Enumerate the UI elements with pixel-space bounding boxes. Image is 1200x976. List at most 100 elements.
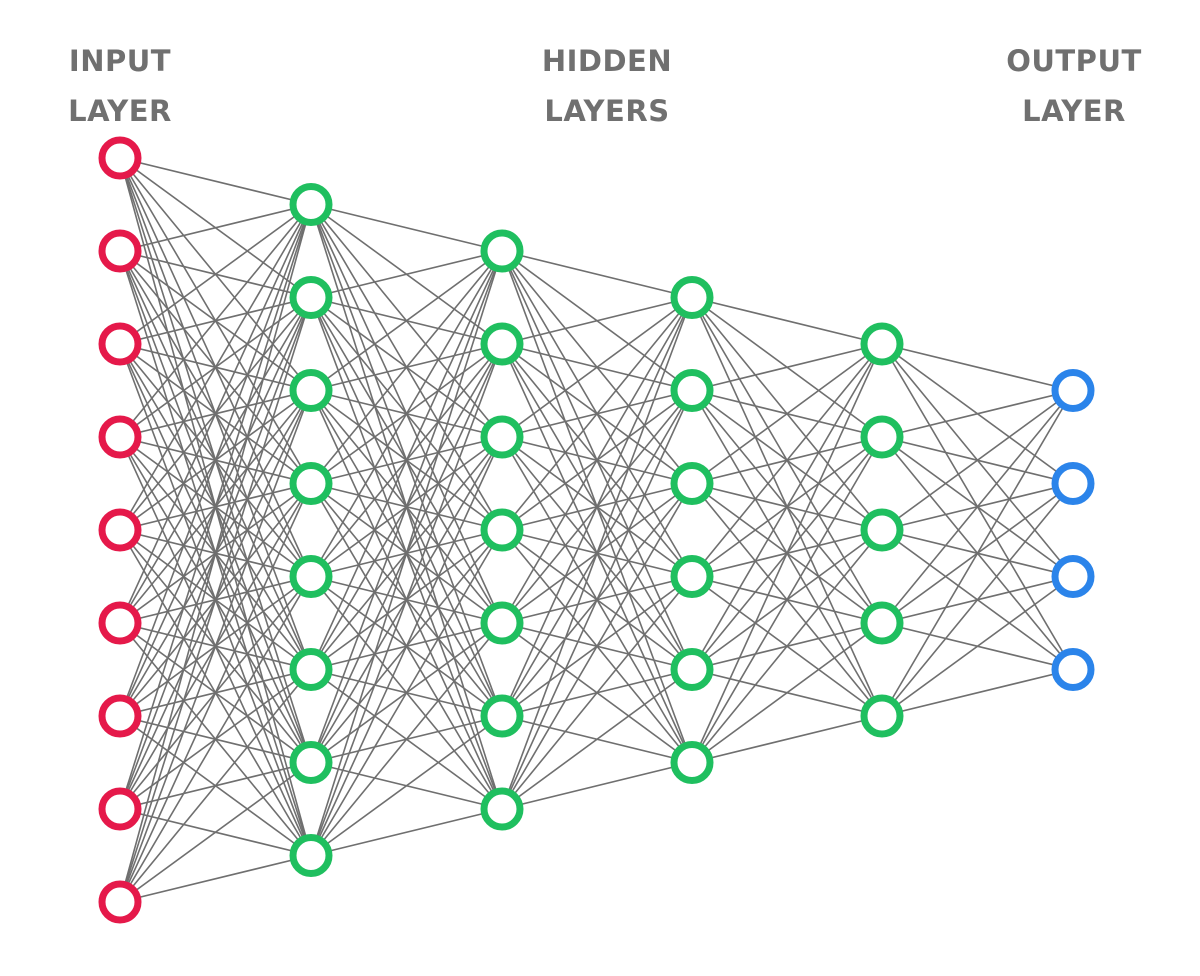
connection-0-1-0: [119, 203, 312, 252]
connection-0-5-0: [119, 204, 312, 624]
hidden-node-L4-3: [860, 601, 904, 645]
hidden-node-L3-3: [670, 555, 714, 598]
hidden-node-L3-4: [670, 648, 714, 691]
hidden-node-L1-4: [289, 555, 333, 598]
input-node-L0-5: [98, 601, 142, 645]
input-node-L0-8: [98, 880, 142, 924]
hidden-node-L3-1: [670, 369, 714, 412]
connection-1-7-1: [310, 343, 503, 856]
connection-1-6-0: [310, 250, 503, 763]
connection-4-3-0: [881, 389, 1074, 624]
connection-2-0-0: [501, 250, 693, 299]
connection-0-8-4: [119, 576, 312, 903]
connection-2-6-3: [501, 575, 693, 810]
connection-4-4-3: [881, 668, 1074, 717]
connection-3-5-3: [691, 622, 883, 764]
connection-2-6-1: [501, 390, 693, 810]
connection-3-5-2: [691, 529, 883, 764]
hidden-node-L1-0: [289, 183, 333, 226]
connection-1-3-0: [310, 250, 503, 485]
output-node-L5-2: [1051, 555, 1095, 598]
hidden-layers-label-line1: HIDDEN: [541, 44, 673, 78]
input-node-L0-2: [98, 322, 142, 366]
input-layer-label: INPUT LAYER: [40, 36, 200, 136]
connection-0-4-0: [119, 204, 312, 531]
input-node-L0-4: [98, 508, 142, 552]
hidden-node-L1-3: [289, 462, 333, 505]
output-layer-label-line1: OUTPUT: [1006, 44, 1142, 78]
output-layer-label: OUTPUT LAYER: [994, 36, 1154, 136]
connection-0-3-0: [119, 203, 312, 438]
connection-2-1-0: [501, 296, 693, 345]
input-node-L0-7: [98, 787, 142, 831]
connection-2-6-5: [501, 761, 693, 810]
connection-4-2-0: [881, 389, 1074, 531]
hidden-node-L2-0: [480, 229, 524, 273]
hidden-layers-label: HIDDEN LAYERS: [527, 36, 687, 136]
connection-3-3-0: [691, 343, 883, 578]
output-node-L5-1: [1051, 462, 1095, 505]
hidden-node-L4-4: [860, 694, 904, 738]
connection-1-7-0: [310, 250, 503, 856]
connection-0-0-0: [119, 157, 312, 206]
hidden-node-L1-6: [289, 741, 333, 784]
input-node-L0-3: [98, 415, 142, 459]
connection-2-6-4: [501, 668, 693, 810]
input-node-L0-0: [98, 136, 142, 180]
connection-2-4-0: [501, 297, 693, 624]
connection-0-8-2: [119, 390, 312, 903]
hidden-node-L1-1: [289, 276, 333, 319]
connections-group: [119, 157, 1074, 903]
hidden-node-L4-1: [860, 415, 904, 459]
input-layer-label-line1: INPUT: [68, 44, 172, 78]
connection-2-2-0: [501, 296, 693, 438]
input-layer-label-line2: LAYER: [68, 94, 172, 128]
connection-0-8-1: [119, 297, 312, 903]
connection-1-7-3: [310, 529, 503, 856]
connection-0-8-6: [119, 761, 312, 903]
input-node-L0-1: [98, 229, 142, 273]
hidden-node-L3-2: [670, 462, 714, 505]
hidden-node-L1-7: [289, 834, 333, 877]
connection-1-7-4: [310, 622, 503, 857]
hidden-node-L3-0: [670, 276, 714, 319]
connection-4-1-0: [881, 389, 1074, 438]
connection-1-2-0: [310, 250, 503, 392]
output-node-L5-0: [1051, 369, 1095, 412]
connection-3-5-4: [691, 715, 883, 764]
connection-2-5-0: [501, 297, 693, 717]
connection-0-8-0: [119, 204, 312, 903]
connection-0-8-3: [119, 483, 312, 903]
connection-2-3-0: [501, 296, 693, 531]
connection-3-5-1: [691, 436, 883, 763]
connection-3-0-0: [691, 296, 883, 345]
hidden-node-L4-0: [860, 322, 904, 366]
input-node-L0-6: [98, 694, 142, 738]
hidden-node-L3-5: [670, 741, 714, 784]
connection-0-7-0: [119, 204, 312, 810]
connection-2-6-0: [501, 297, 693, 810]
hidden-layers-label-line2: LAYERS: [544, 94, 670, 128]
connection-0-2-0: [119, 203, 312, 345]
connection-1-7-6: [310, 808, 503, 857]
output-node-L5-3: [1051, 648, 1095, 691]
connection-3-1-0: [691, 343, 883, 392]
connection-4-4-0: [881, 390, 1074, 717]
connection-0-8-5: [119, 668, 312, 903]
connection-3-5-0: [691, 343, 883, 763]
hidden-node-L2-6: [480, 787, 524, 831]
hidden-node-L2-4: [480, 601, 524, 645]
connection-0-8-7: [119, 854, 312, 903]
hidden-node-L4-2: [860, 508, 904, 552]
connection-1-7-2: [310, 436, 503, 856]
connection-1-4-0: [310, 250, 503, 577]
output-layer-label-line2: LAYER: [1022, 94, 1126, 128]
hidden-node-L2-3: [480, 508, 524, 552]
connection-1-5-0: [310, 250, 503, 670]
connection-4-0-0: [881, 343, 1074, 392]
connection-4-4-1: [881, 482, 1074, 717]
connection-1-7-5: [310, 715, 503, 857]
connection-1-1-0: [310, 250, 503, 299]
hidden-node-L2-5: [480, 694, 524, 738]
